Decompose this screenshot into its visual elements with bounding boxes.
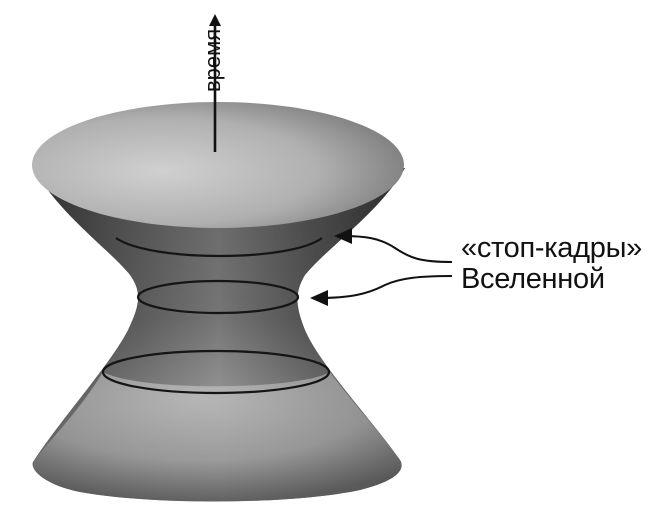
time-axis-arrowhead-icon — [209, 14, 221, 26]
ring-lower — [101, 349, 331, 395]
annotation-label-line1: «стоп-кадры» — [461, 232, 642, 264]
annotation-label-line2: Вселенной — [461, 263, 605, 295]
annotation-arrow-lower — [310, 275, 453, 306]
annotation-arrow-upper — [334, 228, 453, 263]
ring-upper — [115, 237, 323, 258]
time-axis-label: время — [200, 28, 225, 92]
lower-flare — [32, 372, 402, 502]
ring-waist — [136, 279, 300, 315]
top-opening — [32, 102, 404, 228]
